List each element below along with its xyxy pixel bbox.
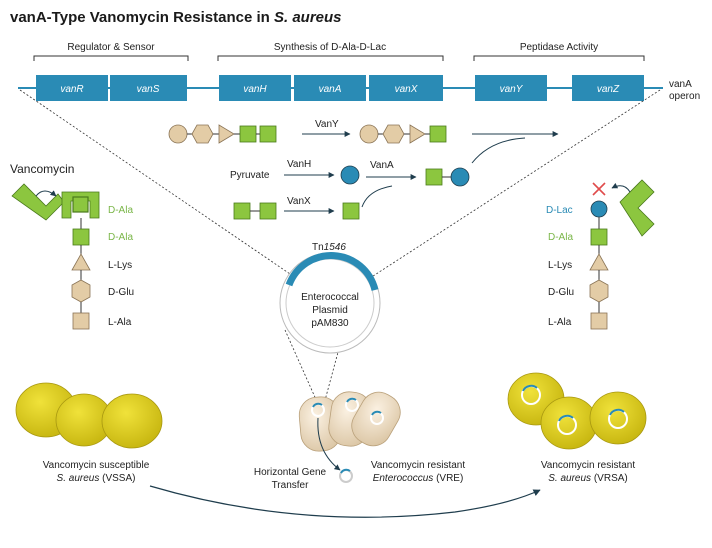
- group-bracket-synthesis: [217, 55, 444, 61]
- vrsa-label-line1: Vancomycin resistant: [541, 460, 636, 471]
- pathway-vany-substrate: [168, 124, 277, 144]
- transposon-label: Tn1546: [312, 242, 346, 253]
- curve-to-vana: [361, 185, 393, 208]
- vancomycin-molecule: [11, 183, 65, 221]
- plasmid-label-line2: Plasmid: [312, 305, 348, 316]
- arrow-vssa-to-vrsa: [149, 485, 541, 518]
- group-bracket-regulator: [33, 55, 189, 61]
- vssa-label-line1: Vancomycin susceptible: [43, 460, 150, 471]
- vre-cells: [298, 391, 401, 452]
- group-label-synthesis: Synthesis of D-Ala-D-Lac: [274, 42, 386, 53]
- d-ala-d-lac-product: [425, 167, 470, 187]
- plasmid-label-line3: pAM830: [311, 318, 349, 329]
- svg-text:vanR: vanR: [60, 84, 83, 95]
- plasmid-ring: [279, 252, 381, 354]
- left-label-d-ala-2: D-Ala: [108, 232, 133, 243]
- gene-vanH: vanH: [219, 75, 291, 101]
- hgt-label-line2: Transfer: [272, 480, 310, 491]
- left-label-l-ala: L-Ala: [108, 317, 132, 328]
- svg-text:vanH: vanH: [243, 84, 267, 95]
- vancomycin-molecule-right: [619, 179, 655, 237]
- arrow-vanco-right: [611, 182, 631, 193]
- vre-label-line1: Vancomycin resistant: [371, 460, 466, 471]
- left-chain-title: Vancomycin: [10, 162, 74, 176]
- vssa-label-line2: S. aureus (VSSA): [57, 473, 136, 484]
- plasmid-label-line1: Enterococcal: [301, 292, 359, 303]
- vrsa-label-line2: S. aureus (VRSA): [548, 473, 627, 484]
- left-label-d-glu: D-Glu: [108, 287, 134, 298]
- curve-to-pool: [471, 137, 526, 164]
- d-ala-monomer: [342, 202, 360, 220]
- svg-text:vanX: vanX: [395, 84, 418, 95]
- hgt-label-line1: Horizontal Gene: [254, 467, 327, 478]
- left-label-l-lys: L-Lys: [108, 260, 132, 271]
- operon-label-line2: operon: [669, 91, 700, 102]
- right-label-d-lac: D-Lac: [546, 205, 573, 216]
- label-vanh: VanH: [287, 159, 311, 170]
- group-label-peptidase: Peptidase Activity: [520, 42, 598, 53]
- vre-label-line2: Enterococcus (VRE): [373, 473, 464, 484]
- gene-vanA: vanA: [294, 75, 366, 101]
- gene-vanY: vanY: [475, 75, 547, 101]
- operon-label-line1: vanA: [669, 79, 692, 90]
- page-title: vanA-Type Vanomycin Resistance in S. aur…: [10, 9, 342, 26]
- gene-vanX: vanX: [369, 75, 443, 101]
- pathway-vany-product: [359, 124, 447, 144]
- svg-text:vanA: vanA: [319, 84, 342, 95]
- d-lac-molecule: [340, 165, 360, 185]
- vssa-cells: [15, 382, 163, 449]
- right-label-l-lys: L-Lys: [548, 260, 572, 271]
- label-vana: VanA: [370, 160, 394, 171]
- right-label-d-glu: D-Glu: [548, 287, 574, 298]
- blocked-x-icon: [592, 182, 606, 196]
- svg-text:vanS: vanS: [137, 84, 160, 95]
- group-bracket-peptidase: [473, 55, 645, 61]
- arrow-vanco-bind: [35, 190, 57, 197]
- gene-vanS: vanS: [110, 75, 187, 101]
- right-chain-residues: [589, 200, 609, 330]
- arrow-hgt-plasmid: [317, 417, 341, 471]
- group-label-regulator: Regulator & Sensor: [67, 42, 155, 53]
- label-vany: VanY: [315, 119, 339, 130]
- gene-vanR: vanR: [36, 75, 108, 101]
- gene-vanZ: vanZ: [572, 75, 644, 101]
- free-plasmid-icon: [339, 468, 353, 483]
- label-pyruvate: Pyruvate: [230, 170, 270, 181]
- d-ala-d-ala-substrate: [233, 202, 277, 220]
- vrsa-cells: [507, 372, 647, 450]
- svg-text:vanZ: vanZ: [597, 84, 620, 95]
- left-chain-residues: [61, 191, 100, 330]
- right-label-d-ala: D-Ala: [548, 232, 573, 243]
- right-label-l-ala: L-Ala: [548, 317, 572, 328]
- svg-text:vanY: vanY: [500, 84, 524, 95]
- label-vanx: VanX: [287, 196, 311, 207]
- left-label-d-ala-1: D-Ala: [108, 205, 133, 216]
